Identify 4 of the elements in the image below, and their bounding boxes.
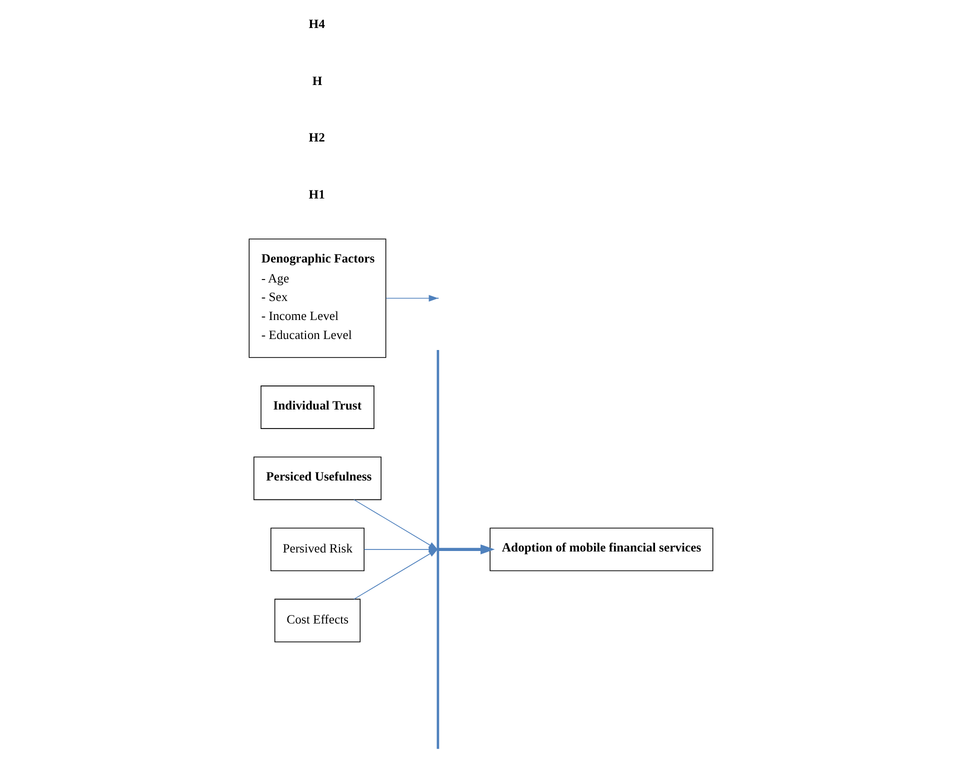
label: H2 [308, 130, 325, 145]
label: H4 [308, 16, 325, 31]
label: H1 [308, 188, 325, 202]
label: H [312, 74, 322, 88]
